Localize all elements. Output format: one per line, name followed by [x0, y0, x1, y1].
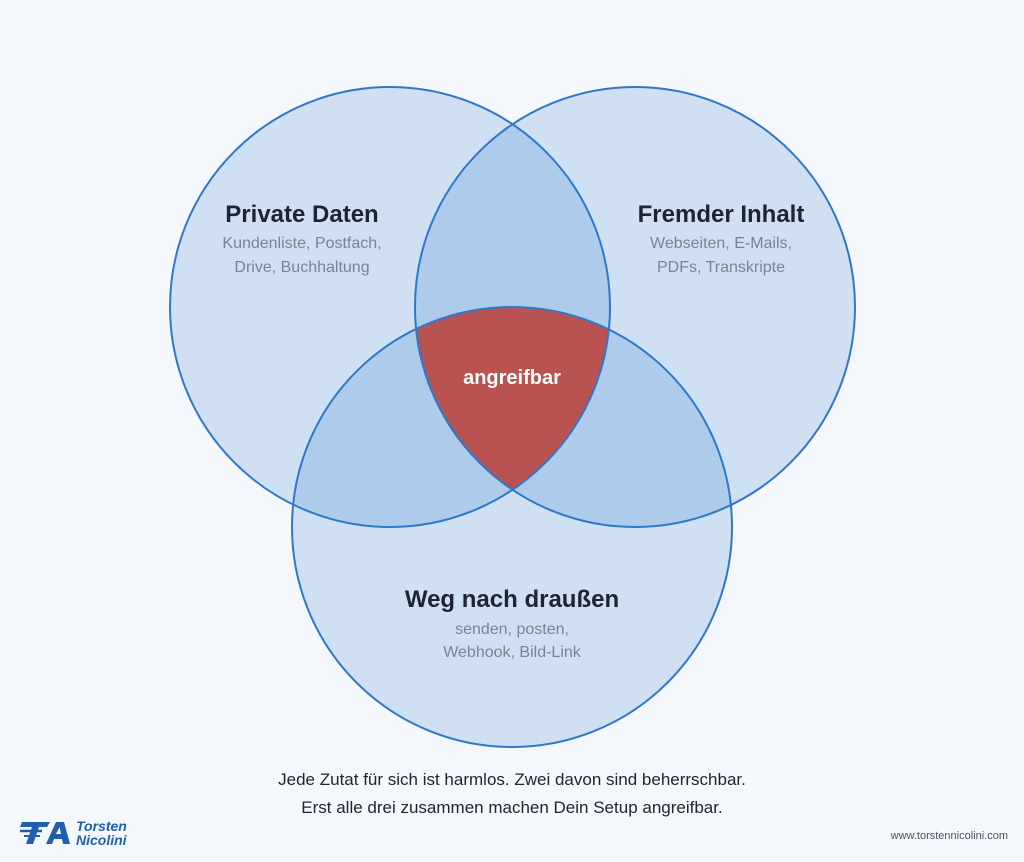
- brand-logo: Torsten Nicolini: [20, 816, 160, 850]
- brand-logo-icon: [20, 822, 70, 844]
- set-sub-foreign-content-1: Webseiten, E-Mails,: [650, 235, 792, 252]
- caption: Jede Zutat für sich ist harmlos. Zwei da…: [0, 766, 1024, 822]
- set-title-private-data: Private Daten: [225, 201, 378, 228]
- brand-logo-line-1: Torsten: [76, 818, 127, 834]
- website-url: www.torstennicolini.com: [890, 830, 1008, 842]
- outline-foreign-content: [414, 86, 856, 528]
- caption-line-1: Jede Zutat für sich ist harmlos. Zwei da…: [278, 770, 746, 789]
- overlap-foreign-wayout: [415, 307, 732, 527]
- set-sub-private-data-1: Kundenliste, Postfach,: [222, 235, 381, 252]
- outline-private-data: [169, 86, 611, 528]
- set-sub-foreign-content-2: PDFs, Transkripte: [657, 259, 785, 276]
- set-sub-way-out-1: senden, posten,: [455, 621, 569, 638]
- set-title-way-out: Weg nach draußen: [405, 586, 619, 613]
- set-sub-private-data-2: Drive, Buchhaltung: [234, 259, 369, 276]
- brand-logo-line-2: Nicolini: [76, 832, 127, 848]
- caption-line-2: Erst alle drei zusammen machen Dein Setu…: [301, 798, 723, 817]
- brand-logo-text: Torsten Nicolini: [76, 819, 127, 847]
- set-sub-way-out-2: Webhook, Bild-Link: [443, 644, 582, 661]
- overlap-private-wayout: [292, 307, 610, 527]
- outline-way-out: [291, 306, 733, 748]
- center-label: angreifbar: [463, 367, 561, 389]
- set-title-foreign-content: Fremder Inhalt: [638, 201, 805, 228]
